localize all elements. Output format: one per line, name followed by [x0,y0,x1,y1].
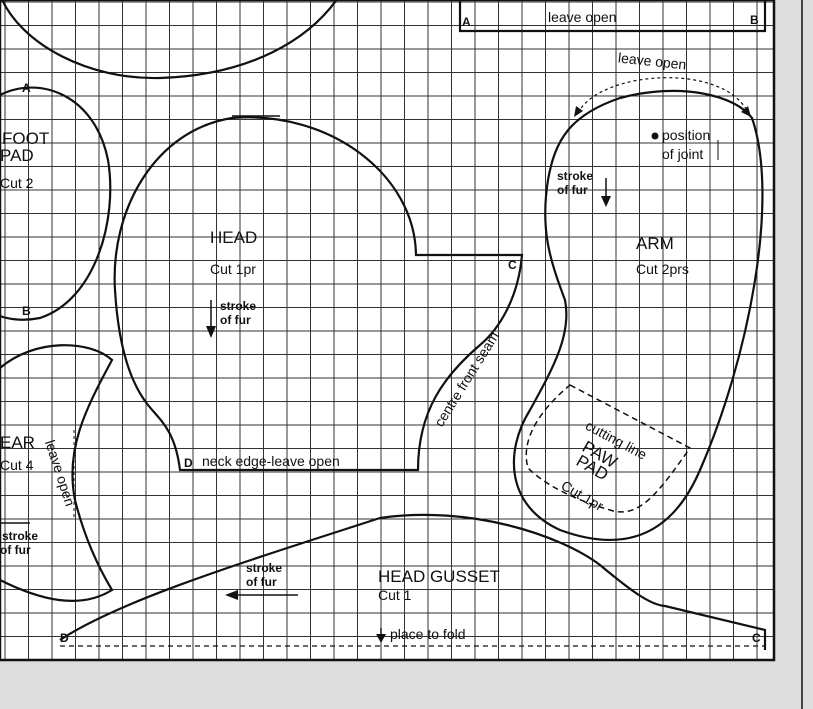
body-piece-bottom-edge [458,0,767,33]
gusset-stroke-label-line1: stroke [246,561,283,575]
gusset-point-c: C [752,631,761,645]
arm-outline [512,89,764,542]
gusset-stroke-arrow-icon [225,590,238,600]
foot-pad-title-line1: FOOT [2,129,50,148]
arm-title: ARM [636,234,674,253]
head-neck-edge-label: neck edge-leave open [202,453,340,469]
head-stroke-label-line2: of fur [220,313,251,327]
arm-stroke-label-line2: of fur [557,183,588,197]
pattern-paper [0,0,774,660]
head-title: HEAD [210,228,258,247]
arm-stroke-arrow-icon [601,196,611,207]
head-outline [113,116,524,472]
ear-stroke-label-line2: of fur [0,543,31,557]
ear-title: EAR [0,433,35,452]
ear-cut-label: Cut 4 [0,457,34,473]
fold-arrow-icon [376,634,386,643]
foot-pad-cut-label: Cut 2 [0,175,34,191]
head-cut-label: Cut 1pr [210,261,256,277]
body-piece-outline [1,0,338,80]
ear-outline [0,344,114,602]
gusset-place-to-fold-label: place to fold [390,626,466,642]
gusset-title: HEAD GUSSET [378,567,500,586]
arm-leave-open-arrow-right [741,106,751,117]
arm-stroke-label-line1: stroke [557,169,594,183]
gusset-stroke-label-line2: of fur [246,575,277,589]
foot-pad-point-a: A [22,81,31,95]
head-stroke-label-line1: stroke [220,299,257,313]
pattern-grid [0,0,774,660]
paw-pad-cutting-line [525,384,692,513]
body-leave-open-label: leave open [548,9,617,25]
joint-position-dot-icon [651,132,659,140]
head-point-c: C [508,258,517,272]
head-gusset-outline [59,513,767,650]
gusset-cut-label: Cut 1 [378,587,412,603]
body-point-a: A [462,15,471,29]
foot-pad-title-line2: PAD [0,146,34,165]
pattern-border [0,0,776,662]
ear-stroke-label-line1: stroke [2,529,39,543]
head-point-d: D [184,456,193,470]
head-stroke-arrow-icon [206,326,216,338]
foot-pad-point-b: B [22,304,31,318]
arm-position-label-line2: of joint [662,146,704,162]
body-point-b: B [750,13,759,27]
foot-pad-outline [0,86,112,321]
arm-cut-label: Cut 2prs [636,261,689,277]
arm-position-label-line1: position [662,127,711,143]
arm-leave-open-arc [577,77,749,114]
gusset-point-d: D [60,631,69,645]
arm-leave-open-arrow-left [574,106,583,117]
